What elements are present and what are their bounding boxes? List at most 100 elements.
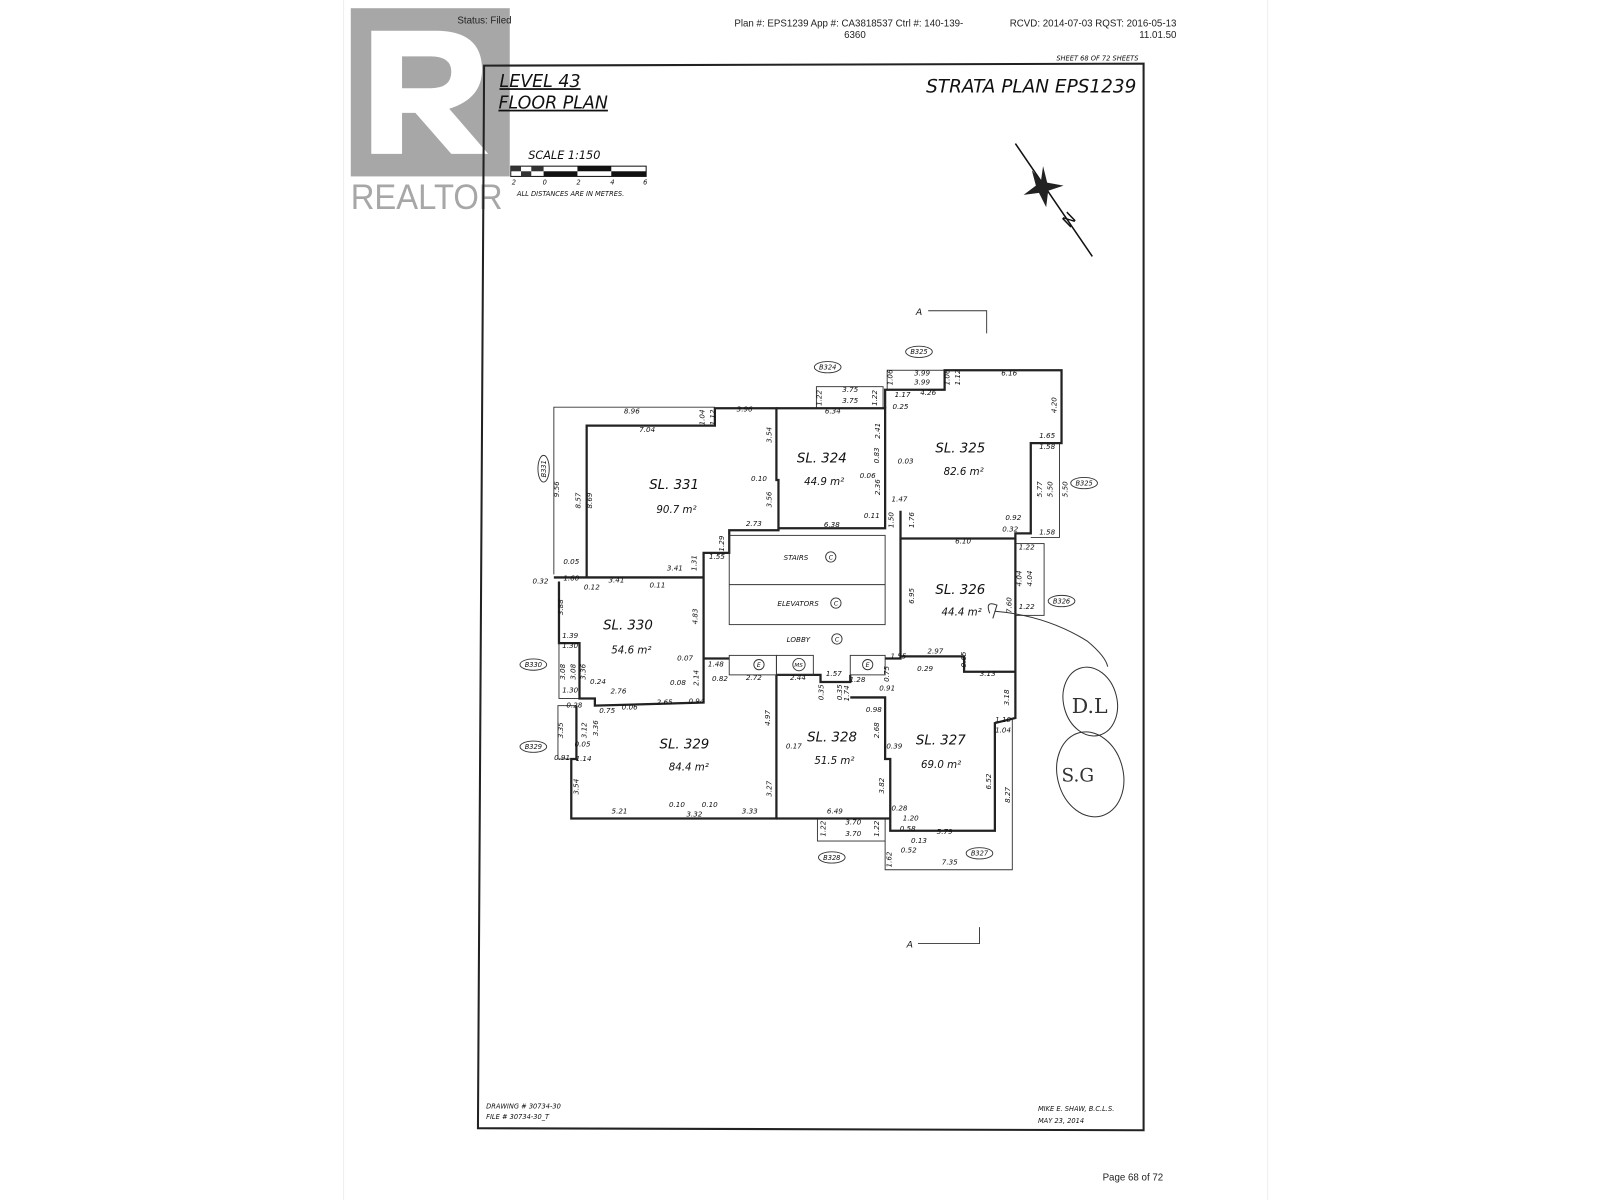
- dimension-label: 6.38: [824, 520, 840, 529]
- svg-text:SL. 331: SL. 331: [649, 478, 699, 493]
- dimension-label: 3.88: [556, 599, 565, 615]
- limited-common-label: B329: [519, 740, 548, 753]
- dimension-label: 1.58: [1039, 442, 1055, 451]
- dimension-label: 1.22: [819, 820, 828, 836]
- svg-text:B328: B328: [823, 854, 840, 862]
- dimension-label: 3.70: [845, 829, 861, 838]
- dimension-label: 4.97: [763, 710, 772, 726]
- dimension-label: 0.06: [622, 703, 638, 712]
- dimension-label: 5.50: [1045, 481, 1054, 497]
- electrical-room-1: E: [753, 659, 765, 671]
- dimension-label: 0.13: [911, 836, 927, 845]
- svg-text:B330: B330: [525, 661, 542, 669]
- svg-text:C: C: [829, 554, 834, 561]
- svg-text:B325: B325: [910, 348, 927, 356]
- dimension-label: 1.12: [708, 409, 717, 425]
- svg-text:SL. 329: SL. 329: [659, 738, 709, 753]
- dimension-label: 0.28: [892, 803, 908, 812]
- dimension-label: 1.62: [884, 851, 893, 867]
- svg-text:C: C: [834, 601, 839, 608]
- svg-text:B325: B325: [1075, 479, 1092, 487]
- dimension-label: 3.33: [742, 806, 758, 815]
- file-number: FILE # 30734-30_T: [486, 1113, 550, 1121]
- dimension-label: 0.75: [882, 665, 891, 681]
- ctrl-number-cont: 6360: [844, 30, 866, 41]
- dimension-label: 2.65: [657, 698, 673, 707]
- dimension-label: 0.05: [563, 557, 579, 566]
- svg-text:SL. 330: SL. 330: [603, 619, 653, 634]
- dimension-label: 0.82: [712, 674, 728, 683]
- dimension-label: 3.36: [579, 663, 588, 679]
- dimension-label: 0.12: [584, 583, 600, 592]
- dimension-label: 1.04: [995, 725, 1011, 734]
- dimension-label: 6.16: [1001, 368, 1017, 377]
- dimension-label: 0.35: [835, 684, 844, 700]
- dimension-label: 1.29: [717, 535, 726, 551]
- dimension-label: 1.22: [815, 390, 824, 406]
- dimension-label: 3.41: [608, 576, 624, 585]
- section-marker-top: A: [915, 307, 988, 334]
- realtor-wordmark: REALTOR: [351, 178, 503, 217]
- unit-sl-329: SL. 329 84.4 m²: [659, 738, 709, 774]
- svg-text:B326: B326: [1053, 597, 1070, 605]
- svg-text:69.0 m²: 69.0 m²: [921, 759, 961, 771]
- dimension-label: 8.69: [585, 492, 594, 508]
- dimension-label: 6.52: [984, 773, 993, 789]
- dimension-label: 0.10: [702, 800, 718, 809]
- svg-text:44.9 m²: 44.9 m²: [804, 476, 844, 488]
- dimension-label: 0.06: [860, 471, 876, 480]
- dimension-label: 0.52: [901, 845, 917, 854]
- dimension-label: 3.75: [842, 385, 858, 394]
- strata-plan-title: STRATA PLAN EPS1239: [926, 76, 1136, 97]
- dimension-label: 1.22: [870, 390, 879, 406]
- svg-text:B331: B331: [540, 460, 548, 477]
- svg-text:SL. 328: SL. 328: [807, 731, 857, 746]
- dimension-label: 3.54: [764, 426, 773, 442]
- dimension-label: 3.36: [591, 720, 600, 736]
- dimension-label: 1.55: [709, 552, 725, 561]
- dimension-label: 1.65: [1039, 431, 1055, 440]
- dimension-label: 3.13: [980, 669, 996, 678]
- dimension-label: 7.04: [639, 425, 655, 434]
- svg-text:MS: MS: [794, 663, 803, 669]
- level-title: LEVEL 43: [499, 72, 580, 92]
- svg-text:SL. 325: SL. 325: [935, 441, 985, 456]
- dimension-label: 1.31: [689, 555, 698, 571]
- dimension-label: 3.96: [737, 404, 753, 413]
- scale-tick: 4: [610, 179, 614, 187]
- svg-text:B329: B329: [525, 743, 542, 751]
- dimension-label: 0.05: [575, 740, 591, 749]
- dimension-label: 8.27: [1003, 786, 1012, 802]
- dimension-label: 0.65: [959, 651, 968, 667]
- svg-text:51.5 m²: 51.5 m²: [814, 755, 854, 767]
- dimension-label: 0.98: [866, 705, 882, 714]
- initials-dl: D.L: [1072, 694, 1108, 718]
- dimension-label: 1.06: [885, 369, 894, 385]
- dimension-label: 6.10: [955, 537, 971, 546]
- section-label: A: [915, 307, 922, 318]
- dimension-label: 0.35: [817, 684, 826, 700]
- dimension-label: 1.39: [562, 631, 578, 640]
- handwritten-initials: D.L S.G: [987, 603, 1125, 818]
- dimension-label: 5.21: [612, 806, 628, 815]
- dimension-label: 1.48: [708, 660, 724, 669]
- dimension-label: 1.57: [826, 669, 842, 678]
- svg-text:84.4 m²: 84.4 m²: [669, 761, 709, 773]
- dimension-label: 3.27: [764, 780, 773, 796]
- dimension-label: 0.75: [599, 706, 615, 715]
- dimension-label: 3.82: [877, 777, 886, 793]
- dimension-label: 2.44: [790, 673, 806, 682]
- svg-text:SL. 324: SL. 324: [797, 452, 847, 467]
- dimension-label: 0.39: [886, 742, 902, 751]
- svg-text:44.4 m²: 44.4 m²: [942, 606, 982, 618]
- dimension-label: 1.20: [903, 814, 919, 823]
- unit-walls: [553, 369, 1063, 832]
- section-label: A: [906, 940, 913, 951]
- dimension-label: 1.60: [563, 574, 579, 583]
- dimension-label: 1.10: [995, 715, 1011, 724]
- realtor-logo: REALTOR: [350, 8, 510, 217]
